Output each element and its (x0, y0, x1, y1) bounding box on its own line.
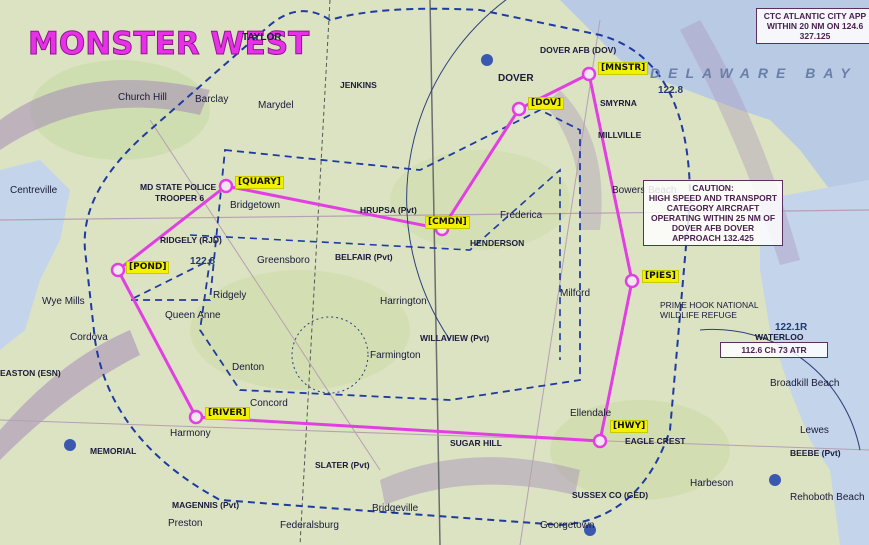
place-label: Milford (560, 288, 591, 299)
ctc-notice: CTC ATLANTIC CITY APP WITHIN 20 NM ON 12… (756, 8, 869, 44)
place-label: EASTON (ESN) (0, 368, 61, 378)
forest-patch (190, 270, 410, 390)
place-label: Ellendale (570, 408, 612, 419)
road (519, 19, 601, 545)
place-label: Centreville (10, 185, 58, 196)
forest-patch (390, 150, 570, 250)
place-label: Lewes (800, 425, 829, 436)
compass-rose (406, 0, 507, 341)
caution-body: HIGH SPEED AND TRANSPORT CATEGORY AIRCRA… (648, 193, 778, 243)
page-title: MONSTER WEST (27, 26, 310, 63)
place-label: Broadkill Beach (770, 378, 840, 389)
place-label: Wye Mills (42, 296, 85, 307)
place-label: Federalsburg (280, 520, 339, 531)
waypoint-river-marker[interactable] (188, 409, 204, 425)
waypoint-dov-label[interactable]: [DOV] (528, 97, 565, 110)
road (149, 119, 381, 471)
place-label: MD STATE POLICE (140, 182, 217, 192)
airport-icon (769, 474, 781, 486)
waterloo-freq-box: 112.6 Ch 73 ATR (720, 342, 828, 358)
place-label: Frederica (500, 210, 543, 221)
airspace-shelf (189, 168, 561, 360)
place-label: Barclay (195, 94, 229, 105)
place-label: Harrington (380, 296, 427, 307)
place-label: Greensboro (257, 255, 310, 266)
place-label: MAGENNIS (Pvt) (172, 500, 240, 510)
place-label: WATERLOO (755, 332, 804, 342)
place-label: DOVER AFB (DOV) (540, 45, 617, 55)
place-label: Concord (250, 398, 288, 409)
place-label: HENDERSON (470, 238, 525, 248)
place-label: WILLAVIEW (Pvt) (420, 333, 490, 343)
airport-icon (584, 524, 596, 536)
waypoint-hwy-label[interactable]: [HWY] (610, 420, 649, 433)
place-label: MILLVILLE (598, 130, 642, 140)
frequency-label: 122.8 (658, 85, 684, 96)
place-label: Marydel (258, 100, 294, 111)
place-label: Church Hill (118, 92, 167, 103)
place-label: TROOPER 6 (155, 193, 205, 203)
compass-rose (699, 328, 861, 451)
place-label: Rehoboth Beach (790, 492, 865, 503)
waypoint-cmdn-label[interactable]: [CMDN] (425, 216, 470, 229)
caution-notice: CAUTION: HIGH SPEED AND TRANSPORT CATEGO… (643, 180, 783, 246)
place-label: RIDGELY (RJD) (160, 235, 222, 245)
road (0, 419, 869, 451)
waypoint-hwy-marker[interactable] (592, 433, 608, 449)
caution-title: CAUTION: (692, 183, 734, 193)
place-label: MEMORIAL (90, 446, 137, 456)
place-label: PRIME HOOK NATIONAL WILDLIFE REFUGE (660, 300, 759, 320)
place-label: DELAWARE BAY (650, 65, 858, 81)
chesapeake-water (0, 160, 70, 350)
place-label: Cordova (70, 332, 108, 343)
place-label: SLATER (Pvt) (315, 460, 370, 470)
moa-shading (0, 80, 210, 150)
moa-shading (545, 90, 602, 230)
waypoint-pond-label[interactable]: [POND] (126, 261, 170, 274)
airport-icon (481, 54, 493, 66)
waypoint-quary-marker[interactable] (218, 178, 234, 194)
airspace-inner (129, 108, 581, 401)
place-label: Georgetown (540, 520, 595, 531)
frequency-label: 122.1R (775, 322, 808, 333)
place-label: JENKINS (340, 80, 377, 90)
vor-compass (291, 316, 369, 394)
place-label: Bridgeville (372, 503, 419, 514)
airspace-outer (83, 7, 692, 527)
place-label: SMYRNA (600, 98, 637, 108)
place-label: Ridgely (213, 290, 247, 301)
place-label: BEEBE (Pvt) (790, 448, 841, 458)
waypoint-dov-marker[interactable] (511, 101, 527, 117)
place-label: BELFAIR (Pvt) (335, 252, 393, 262)
place-label: Harmony (170, 428, 211, 439)
waypoint-river-label[interactable]: [RIVER] (205, 407, 250, 420)
waypoint-pies-label[interactable]: [PIES] (642, 270, 679, 283)
place-label: Denton (232, 362, 265, 373)
place-label: Harbeson (690, 478, 734, 489)
place-label: SUSSEX CO (GED) (572, 490, 649, 500)
airport-icon (64, 439, 76, 451)
place-label: Bridgetown (230, 200, 281, 211)
waypoint-quary-label[interactable]: [QUARY] (235, 176, 284, 189)
place-label: TAYLOR (242, 32, 282, 43)
atlantic-water (760, 180, 869, 545)
moa-shading (380, 457, 580, 505)
place-label: SUGAR HILL (450, 438, 502, 448)
place-label: Queen Anne (165, 310, 221, 321)
frequency-label: 122.8 (190, 256, 216, 267)
place-label: Preston (168, 518, 203, 529)
waypoint-pies-marker[interactable] (624, 273, 640, 289)
waypoint-mnstr-marker[interactable] (581, 66, 597, 82)
moa-shading (0, 330, 140, 460)
place-label: DOVER (498, 73, 534, 84)
delaware-bay-water (560, 0, 869, 210)
place-label: Farmington (370, 350, 421, 361)
place-label: HRUPSA (Pvt) (360, 205, 417, 215)
place-label: EAGLE CREST (625, 436, 686, 446)
forest-patch (550, 400, 730, 500)
waypoint-mnstr-label[interactable]: [MNSTR] (598, 62, 649, 75)
waypoint-pond-marker[interactable] (110, 262, 126, 278)
